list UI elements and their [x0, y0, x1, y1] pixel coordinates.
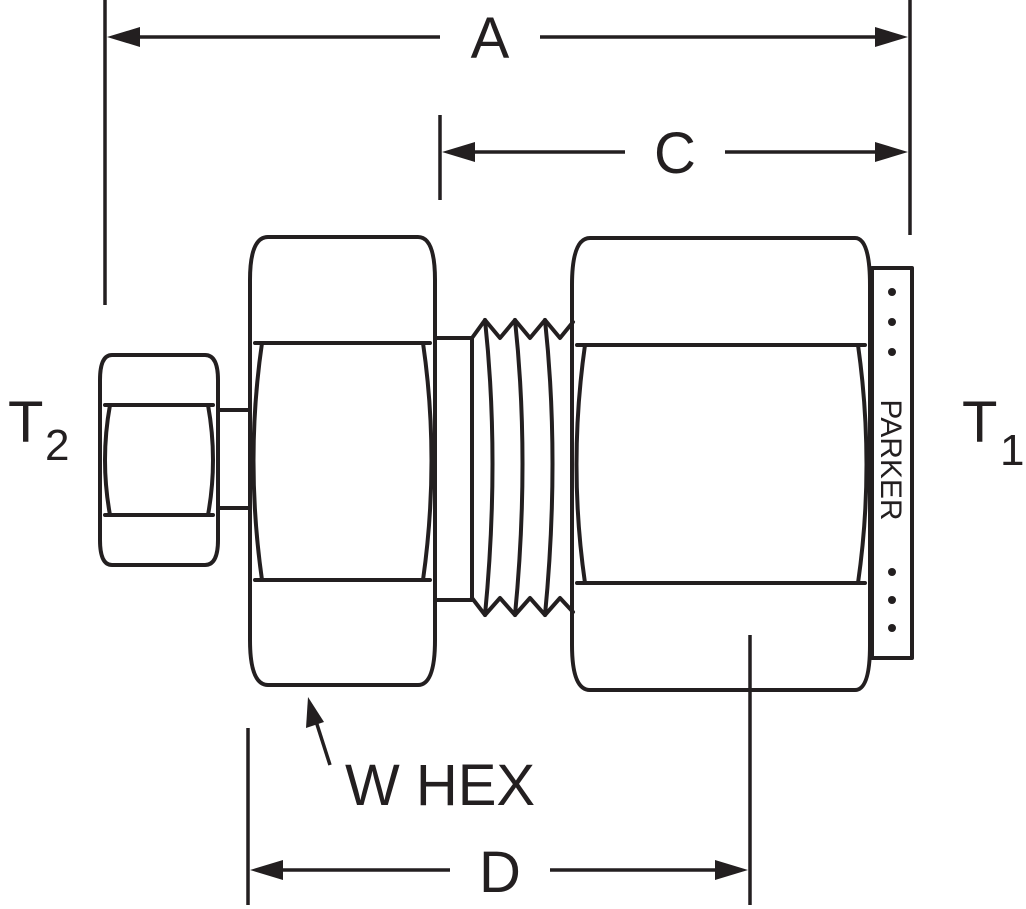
port-t2-label: T 2 [8, 390, 69, 470]
dimension-c-label: C [654, 121, 696, 186]
t2-subscript: 2 [45, 421, 69, 470]
t2-main: T [8, 390, 43, 455]
dimension-d: D [246, 635, 752, 905]
dimension-c: C [438, 115, 908, 200]
dimension-a-label: A [471, 6, 510, 71]
w-hex-label: W HEX [345, 753, 535, 818]
t1-main: T [962, 390, 997, 455]
small-nut [98, 353, 252, 567]
t1-subscript: 1 [1000, 426, 1024, 475]
port-t1-label: T 1 [962, 390, 1024, 475]
parker-plate: PARKER [870, 266, 914, 660]
hex-nut [248, 235, 437, 687]
w-hex-callout: W HEX [306, 697, 535, 818]
dimension-a: A [103, 0, 912, 305]
dimension-d-label: D [479, 840, 521, 905]
fitting-body [570, 236, 872, 692]
threaded-body [433, 318, 575, 617]
parker-brand-text: PARKER [874, 399, 907, 520]
